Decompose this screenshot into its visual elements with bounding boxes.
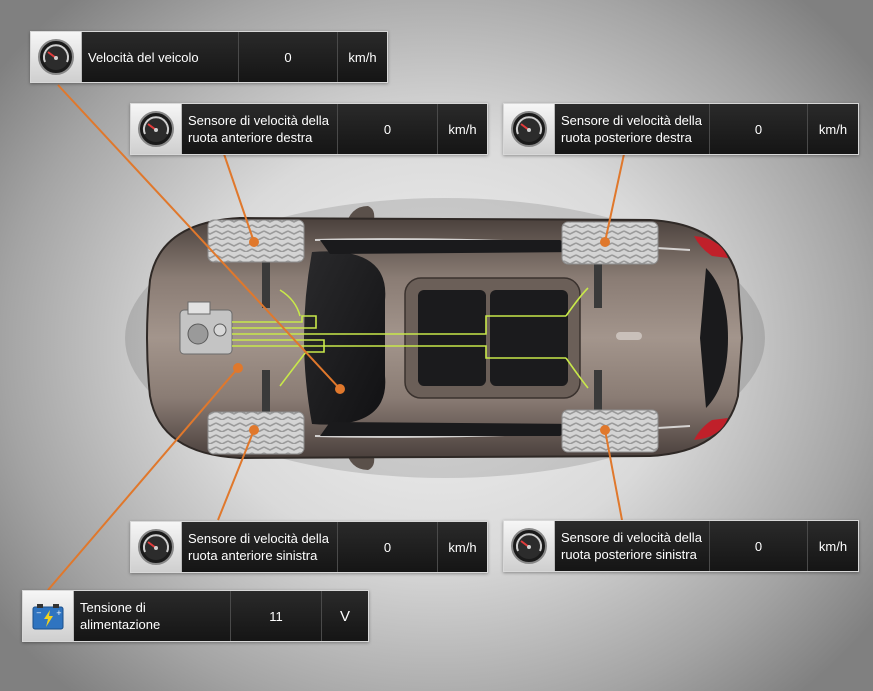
vehicle-speed-label: Velocità del veicolo [82,32,239,82]
sensor-wiring [232,287,589,389]
speedometer-icon [131,522,182,572]
rear-axle-top [594,262,602,308]
speedometer-icon [31,32,82,82]
rear-axle-bottom [594,370,602,416]
front-left-sensor-label: Sensore di velocità della ruota anterior… [182,522,338,572]
vehicle-speed-value: 0 [239,32,338,82]
front-axle-bottom [262,370,270,416]
supply-voltage-panel: −+ Tensione di alimentazione 11 V [22,590,369,642]
front-right-sensor-label: Sensore di velocità della ruota anterior… [182,104,338,154]
rear-left-sensor-panel: Sensore di velocità della ruota posterio… [503,520,859,572]
front-right-sensor-panel: Sensore di velocità della ruota anterior… [130,103,488,155]
rear-left-sensor-value: 0 [710,521,808,571]
front-left-sensor-unit: km/h [438,522,487,572]
leader-lines [47,84,625,591]
sunroof-front [418,290,486,386]
sunroof-rear [490,290,568,386]
sensor-markers [233,237,610,435]
vehicle-speed-unit: km/h [338,32,387,82]
supply-voltage-label: Tensione di alimentazione [74,591,231,641]
fuel-cap [616,332,642,340]
battery-icon: −+ [23,591,74,641]
supply-voltage-value: 11 [231,591,322,641]
front-right-sensor-unit: km/h [438,104,487,154]
vehicle-speed-panel: Velocità del veicolo 0 km/h [30,31,388,83]
tail-light-top [694,236,728,258]
rear-left-sensor-label: Sensore di velocità della ruota posterio… [555,521,710,571]
front-left-sensor-value: 0 [338,522,438,572]
speedometer-icon [131,104,182,154]
svg-text:+: + [56,609,62,617]
rear-right-sensor-label: Sensore di velocità della ruota posterio… [555,104,710,154]
rear-window [700,268,728,408]
supply-voltage-unit: V [322,591,368,641]
tail-light-bottom [694,418,728,440]
windshield [304,251,386,425]
abs-module [179,301,233,355]
window-bottom [320,422,580,436]
rear-right-sensor-panel: Sensore di velocità della ruota posterio… [503,103,859,155]
rear-right-sensor-value: 0 [710,104,808,154]
speedometer-icon [504,104,555,154]
rear-left-sensor-unit: km/h [808,521,858,571]
tire-rear-right [561,221,659,265]
speedometer-icon [504,521,555,571]
front-right-sensor-value: 0 [338,104,438,154]
svg-text:−: − [36,609,42,617]
tire-rear-left [561,409,659,453]
front-axle-top [262,262,270,308]
window-top [320,240,580,254]
rear-right-sensor-unit: km/h [808,104,858,154]
front-left-sensor-panel: Sensore di velocità della ruota anterior… [130,521,488,573]
